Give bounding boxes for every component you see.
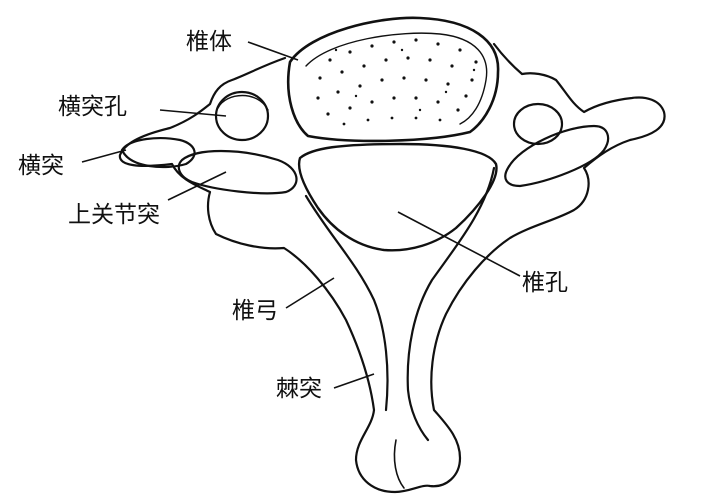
left-transverse-process: [120, 137, 196, 169]
label-transverse-process: 横突: [18, 153, 64, 179]
label-transverse-foramen: 横突孔: [58, 94, 127, 120]
leader-vertebral-foramen: [397, 211, 521, 277]
label-vertebral-arch: 椎弓: [232, 298, 278, 324]
label-vertebral-body: 椎体: [186, 29, 232, 55]
vertebral-body-texture: [316, 38, 478, 126]
leader-transverse-foramen: [159, 109, 227, 117]
vertebral-foramen: [297, 142, 498, 252]
right-transverse-foramen: [512, 102, 564, 146]
leader-superior-articular-process: [167, 171, 227, 201]
vertebral-body-inner-rim: [305, 32, 488, 125]
vertebral-body: [286, 16, 500, 143]
left-transverse-foramen: [214, 90, 270, 142]
leader-spinous-process: [333, 373, 375, 389]
vertebra-outline: [118, 42, 666, 494]
left-superior-articular-facet: [177, 149, 298, 195]
label-spinous-process: 棘突: [276, 376, 322, 402]
spinous-tip-notch: [393, 439, 405, 489]
label-superior-articular-process: 上关节突: [68, 202, 160, 228]
right-lamina-edge: [406, 166, 496, 442]
leader-lines: [81, 41, 521, 389]
leader-transverse-process: [81, 149, 127, 163]
left-lamina-edge: [304, 194, 389, 412]
leader-vertebral-arch: [285, 277, 335, 309]
label-vertebral-foramen: 椎孔: [522, 270, 568, 296]
left-foramen-rim: [217, 94, 269, 111]
leader-vertebral-body: [247, 41, 299, 61]
right-superior-articular-facet: [504, 124, 610, 188]
